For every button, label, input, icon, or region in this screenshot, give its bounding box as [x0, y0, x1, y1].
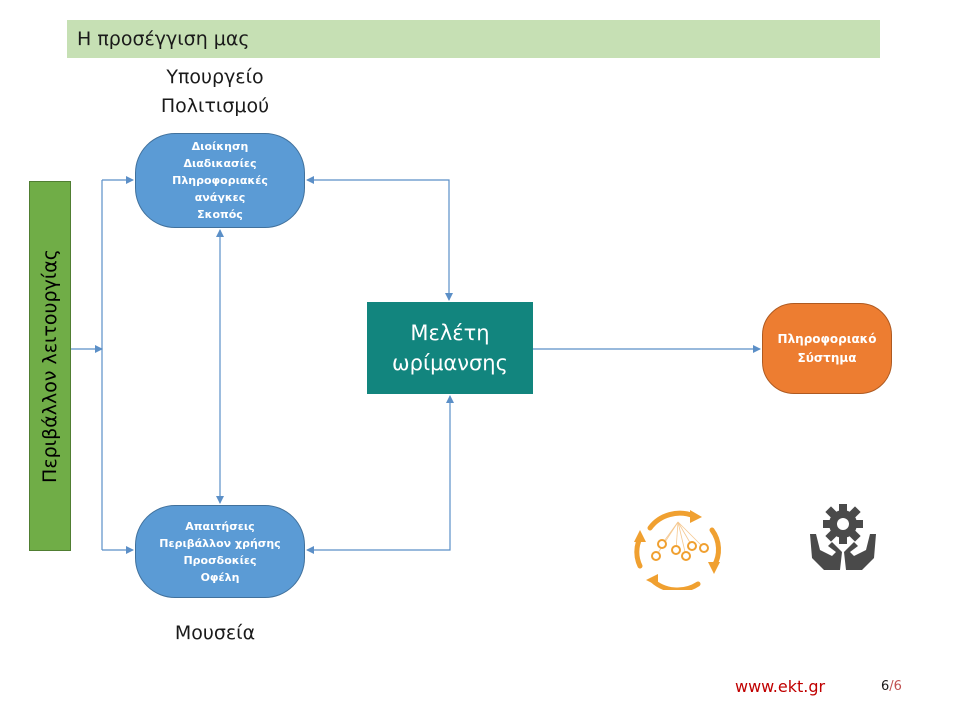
label-ministry: Υπουργείο Πολιτισμού [160, 66, 270, 117]
connector-bottom-study [306, 395, 454, 554]
hands-gear-icon [810, 504, 876, 570]
title-bar: Η προσέγγιση μας [67, 20, 880, 58]
node-bottom-line: Οφέλη [200, 570, 240, 584]
page-title: Η προσέγγιση μας [77, 28, 250, 50]
label-museums: Μουσεία [174, 622, 256, 644]
info-line: Σύστημα [797, 350, 857, 365]
study-line: Μελέτη [410, 321, 490, 345]
environment-box: Περιβάλλον λειτουργίας [29, 181, 71, 551]
node-top-line: ανάγκες [194, 191, 246, 204]
node-requirements: Απαιτήσεις Περιβάλλον χρήσης Προσδοκίες … [135, 505, 305, 598]
node-top-line: Διοίκηση [191, 140, 249, 153]
node-bottom-line: Προσδοκίες [183, 553, 257, 567]
node-information-system: Πληροφοριακό Σύστημα [762, 303, 892, 394]
page-current: 6 [881, 679, 890, 694]
node-top-line: Σκοπός [197, 208, 243, 221]
footer-url[interactable]: www.ekt.gr [735, 677, 826, 696]
node-maturity-study: Μελέτη ωρίμανσης [367, 302, 533, 394]
study-line: ωρίμανσης [392, 351, 508, 375]
page-number: 6/6 [881, 679, 902, 694]
node-top-line: Διαδικασίες [183, 157, 257, 170]
connector-top-study [306, 176, 453, 301]
node-bottom-line: Περιβάλλον χρήσης [159, 536, 281, 550]
node-administration: Διοίκηση Διαδικασίες Πληροφοριακές ανάγκ… [135, 133, 305, 228]
page-separator: / [889, 679, 894, 694]
node-bottom-line: Απαιτήσεις [185, 519, 255, 533]
page-total: 6 [893, 679, 902, 694]
maturity-cycle-icon [634, 510, 722, 590]
node-top-line: Πληροφοριακές [172, 174, 268, 187]
info-line: Πληροφοριακό [777, 331, 877, 346]
